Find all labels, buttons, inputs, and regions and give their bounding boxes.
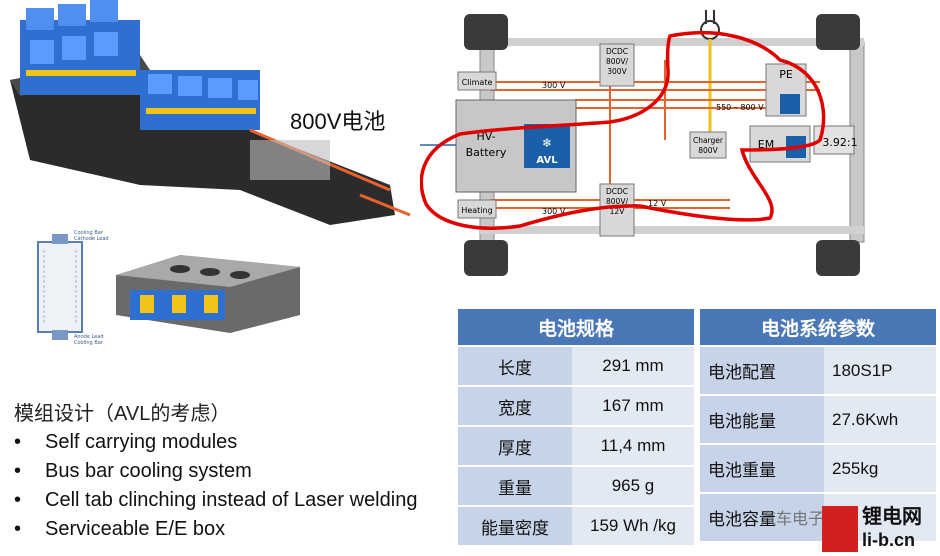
svg-text:3.92:1: 3.92:1 xyxy=(822,136,857,149)
wheel-rear-right xyxy=(816,240,860,276)
bullet-item: Cell tab clinching instead of Laser weld… xyxy=(14,486,417,515)
heating-box xyxy=(457,199,497,219)
bullet-item: Self carrying modules xyxy=(14,428,417,457)
wheel-rear-left xyxy=(464,240,508,276)
climate-box xyxy=(457,71,497,91)
svg-text:DCDC: DCDC xyxy=(606,47,628,56)
dcdc-bottom-box xyxy=(599,183,635,237)
svg-text:Heating: Heating xyxy=(461,206,492,215)
module-design-bullets: Self carrying modules Bus bar cooling sy… xyxy=(14,428,417,544)
voltage-550-800v-label: 550 – 800 V xyxy=(716,103,764,112)
highlight-outline xyxy=(420,30,826,230)
avl-logo xyxy=(524,124,570,168)
voltage-300v-label: 300 V xyxy=(542,81,566,90)
pack-tray xyxy=(10,55,395,225)
voltage-300v-bottom-label: 300 V xyxy=(542,207,566,216)
module-stack-upper xyxy=(20,0,140,95)
bullet-item: Serviceable E/E box xyxy=(14,515,417,544)
svg-text:DCDC: DCDC xyxy=(606,187,628,196)
svg-text:300V: 300V xyxy=(607,67,627,76)
svg-text:Climate: Climate xyxy=(462,78,493,87)
svg-text:Charger: Charger xyxy=(693,136,724,145)
wheel-front-right xyxy=(816,14,860,50)
svg-text:AVL: AVL xyxy=(536,155,558,166)
svg-text:800V: 800V xyxy=(698,146,718,155)
watermark-domain: li-b.cn xyxy=(862,530,915,550)
module-stack-lower xyxy=(140,70,260,130)
bullet-item: Bus bar cooling system xyxy=(14,457,417,486)
svg-text:HV-: HV- xyxy=(476,130,495,143)
svg-text:Battery: Battery xyxy=(466,146,507,159)
module-design-title: 模组设计（AVL的考虑） xyxy=(14,403,231,425)
wheel-front-left xyxy=(464,14,508,50)
svg-text:800V/: 800V/ xyxy=(606,197,628,206)
charger-box xyxy=(689,131,727,159)
svg-text:12V: 12V xyxy=(610,207,626,216)
svg-text:❄: ❄ xyxy=(542,136,552,150)
battery-800v-label: 800V电池 xyxy=(290,109,386,134)
svg-text:800V/: 800V/ xyxy=(606,57,628,66)
cell-bottom-label-1: Anode Lead xyxy=(74,334,104,340)
dcdc-top-box xyxy=(599,43,635,87)
voltage-12v-label: 12 V xyxy=(648,199,667,208)
battery-module-image xyxy=(116,255,300,333)
battery-spec-header: 电池规格 xyxy=(458,309,694,346)
svg-text:PE: PE xyxy=(779,68,793,81)
watermark-brand: 锂电网 xyxy=(862,506,922,528)
cell-top-label-2: Cathode Lead xyxy=(74,236,109,242)
vehicle-architecture-diagram: Climate Heating DCDC 800V/ 300V DCDC 800… xyxy=(420,10,865,276)
watermark-logo xyxy=(822,506,858,552)
system-params-header: 电池系统参数 xyxy=(700,309,936,346)
cell-top-label-1: Cooling Bar xyxy=(74,230,104,236)
cell-bottom-label-2: Cooling Bar xyxy=(74,340,104,346)
charge-plug-icon xyxy=(700,10,720,132)
cell-schematic: Cooling Bar Cathode Lead Anode Lead Cool… xyxy=(37,230,109,346)
battery-pack-illustration xyxy=(10,0,411,225)
